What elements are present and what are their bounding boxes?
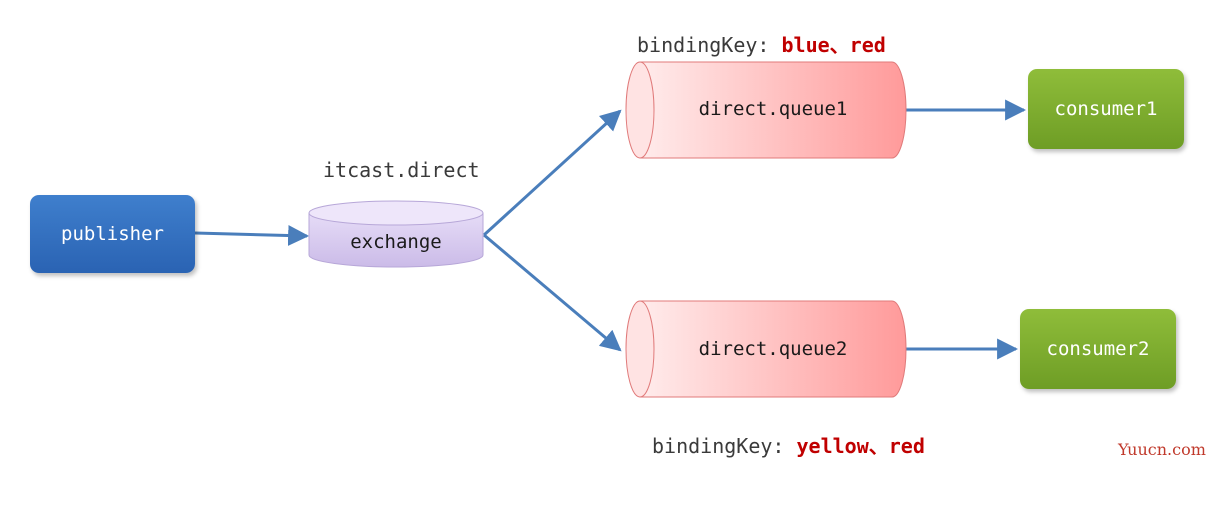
exchange-label: exchange [350,231,442,253]
queue1-binding-prefix: bindingKey: [637,33,770,57]
queue2-binding-keys: yellow、red [796,434,925,458]
publisher-label: publisher [61,223,164,245]
queue1-binding-keys: blue、red [781,33,886,57]
consumer1-label: consumer1 [1054,98,1158,120]
watermark: Yuucn.com [1118,440,1206,459]
exchange-cylinder [308,200,484,268]
arrow-publisher-to-exchange [194,224,310,246]
arrow-exchange-to-queue1 [482,109,622,237]
consumer1-node: consumer1 [1028,69,1184,149]
arrow-exchange-to-queue2 [483,233,622,352]
publisher-node: publisher [30,195,195,273]
consumer2-node: consumer2 [1020,309,1176,389]
queue1-label: direct.queue1 [698,98,848,120]
queue2-label: direct.queue2 [698,338,848,360]
queue2-binding-prefix: bindingKey: [652,434,785,458]
queue2-cylinder [625,300,907,398]
queue1-binding: bindingKey: blue、red [637,29,886,58]
exchange-title: itcast.direct [323,158,480,182]
queue2-binding: bindingKey: yellow、red [652,430,925,459]
queue1-cylinder [625,61,907,159]
consumer2-label: consumer2 [1046,338,1150,360]
